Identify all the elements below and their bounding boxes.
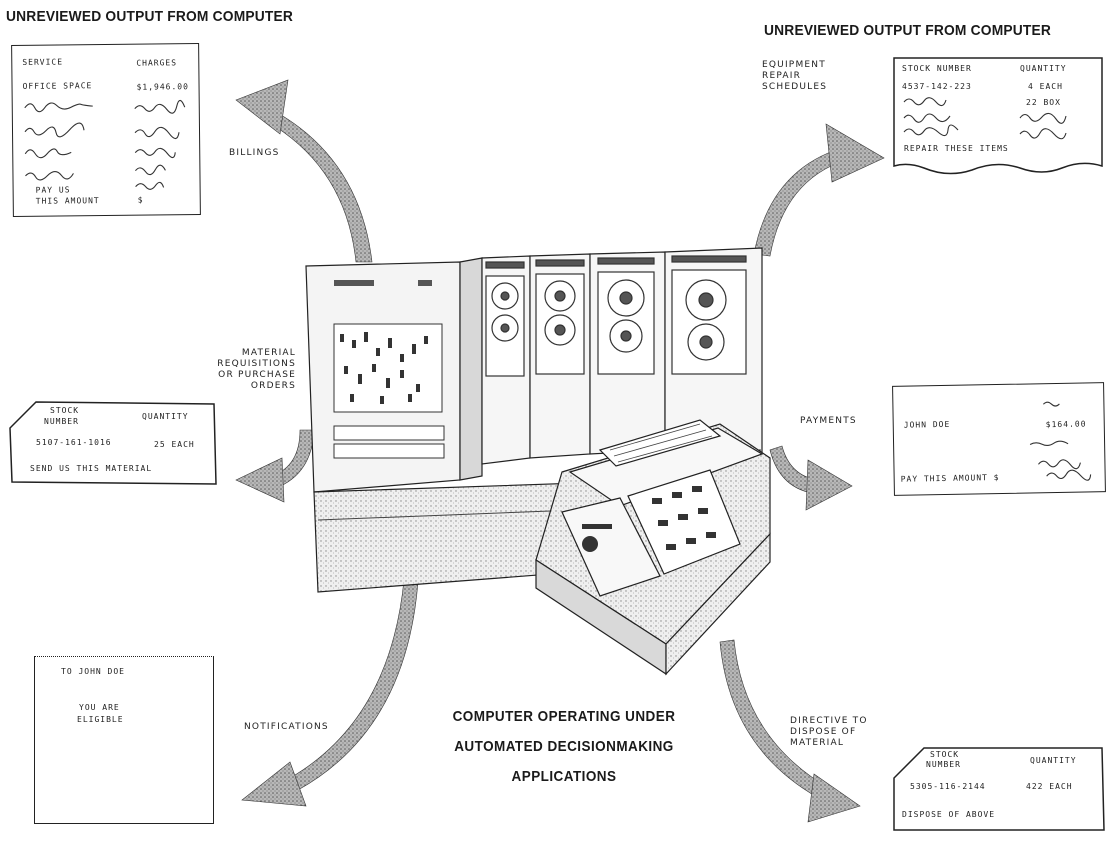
label-equipment-line1: EQUIPMENT <box>762 60 826 70</box>
caption-line1: COMPUTER OPERATING UNDER <box>452 708 676 725</box>
requisition-col-stock-line2: NUMBER <box>44 417 79 426</box>
disposal-col-quantity: QUANTITY <box>1030 756 1077 765</box>
label-material-requisitions: MATERIAL REQUISITIONS OR PURCHASE ORDERS <box>170 348 296 392</box>
notification-line2: ELIGIBLE <box>77 715 124 724</box>
label-payments: PAYMENTS <box>800 416 857 426</box>
disposal-document: STOCK NUMBER QUANTITY 5305-116-2144 422 … <box>890 744 1106 834</box>
repair-row2-qty: 22 BOX <box>1026 98 1061 107</box>
disposal-col-stock-line2: NUMBER <box>926 760 961 769</box>
repair-footer: REPAIR THESE ITEMS <box>904 144 1009 153</box>
requisition-document: STOCK NUMBER QUANTITY 5107-161-1016 25 E… <box>6 398 220 488</box>
caption: COMPUTER OPERATING UNDER AUTOMATED DECIS… <box>420 702 708 792</box>
disposal-col-stock-line1: STOCK <box>930 750 960 759</box>
label-material-line3: OR PURCHASE <box>218 370 296 380</box>
heading-left: UNREVIEWED OUTPUT FROM COMPUTER <box>6 8 294 25</box>
control-panel-grid <box>333 280 445 459</box>
repair-row1-stock: 4537-142-223 <box>902 82 972 91</box>
arrow-to-billings <box>235 79 373 263</box>
repair-document: STOCK NUMBER QUANTITY 4537-142-223 4 EAC… <box>892 56 1104 178</box>
label-equipment-line3: SCHEDULES <box>762 82 828 92</box>
label-material-line1: MATERIAL <box>241 348 296 358</box>
caption-line2: AUTOMATED DECISIONMAKING <box>454 738 674 755</box>
arrow-to-repair <box>753 123 885 257</box>
notification-to: TO JOHN DOE <box>61 667 125 676</box>
billing-document: SERVICE CHARGES OFFICE SPACE $1,946.00 P… <box>11 43 201 217</box>
repair-col-quantity: QUANTITY <box>1020 64 1067 73</box>
disposal-footer: DISPOSE OF ABOVE <box>902 810 996 819</box>
payment-handwriting <box>1029 401 1092 481</box>
label-notifications: NOTIFICATIONS <box>244 722 329 732</box>
label-equipment-line2: REPAIR <box>762 71 802 81</box>
disposal-document-border <box>893 747 1105 831</box>
requisition-footer: SEND US THIS MATERIAL <box>30 464 153 473</box>
caption-line3: APPLICATIONS <box>511 768 617 785</box>
label-directive-line1: DIRECTIVE TO <box>790 716 868 726</box>
label-material-line2: REQUISITIONS <box>217 359 296 369</box>
requisition-col-stock-line1: STOCK <box>50 406 80 415</box>
arrow-to-requisitions <box>235 429 315 503</box>
label-directive: DIRECTIVE TO DISPOSE OF MATERIAL <box>790 716 868 749</box>
tape-reels <box>485 255 747 377</box>
arrow-to-notifications <box>241 579 419 807</box>
repair-row1-qty: 4 EACH <box>1028 82 1063 91</box>
notification-document: TO JOHN DOE YOU ARE ELIGIBLE <box>34 656 214 824</box>
requisition-col-quantity: QUANTITY <box>142 412 189 421</box>
arrow-to-payments <box>769 445 853 511</box>
repair-document-border <box>893 57 1103 175</box>
requisition-row1-qty: 25 EACH <box>154 440 195 449</box>
notification-line1: YOU ARE <box>79 703 120 712</box>
label-equipment-repair: EQUIPMENT REPAIR SCHEDULES <box>762 60 827 93</box>
label-directive-line3: MATERIAL <box>790 738 845 748</box>
operator-console <box>535 419 771 676</box>
repair-col-stock: STOCK NUMBER <box>902 64 972 73</box>
billing-handwriting <box>24 99 186 190</box>
heading-right: UNREVIEWED OUTPUT FROM COMPUTER <box>764 22 1052 39</box>
disposal-row1-qty: 422 EACH <box>1026 782 1073 791</box>
computer-illustration <box>305 247 771 676</box>
payment-document: JOHN DOE $164.00 PAY THIS AMOUNT $ <box>892 382 1106 496</box>
label-directive-line2: DISPOSE OF <box>790 727 857 737</box>
label-material-line4: ORDERS <box>250 381 296 391</box>
label-billings: BILLINGS <box>229 148 280 158</box>
disposal-row1-stock: 5305-116-2144 <box>910 782 986 791</box>
arrow-to-disposal <box>719 639 861 823</box>
requisition-document-border <box>9 401 217 485</box>
requisition-row1-stock: 5107-161-1016 <box>36 438 112 447</box>
